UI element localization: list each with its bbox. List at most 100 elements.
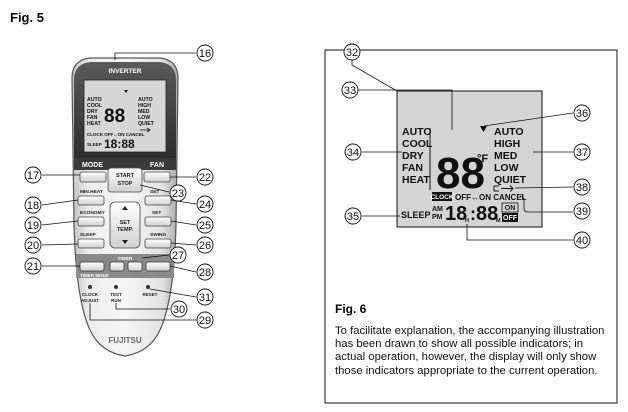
lcd-louver-icon (140, 127, 151, 133)
lcd-fan: MED (138, 109, 150, 115)
callout-27: 27 (172, 250, 184, 262)
set-vertical-label: SET (150, 189, 159, 195)
sleep-button[interactable] (77, 238, 105, 249)
callout-35: 35 (347, 211, 359, 223)
timer-down-button[interactable] (127, 261, 143, 272)
callout-circle (169, 246, 187, 264)
callout-22: 22 (199, 172, 211, 184)
callout-circle (196, 168, 214, 186)
callout-28: 28 (199, 267, 211, 279)
fig6-callouts: 32 33 34 35 36 37 38 39 40 (341, 43, 591, 249)
test-run-button[interactable] (114, 285, 118, 289)
callout-24: 24 (199, 199, 211, 211)
callout-32: 32 (346, 47, 358, 59)
fig6-off-on-cancel: OFF↔ON CANCEL (455, 193, 527, 202)
lcd-sleep: SLEEP (87, 142, 102, 147)
lcd-mode: COOL (87, 103, 103, 109)
fig6-minutes: 88 (476, 203, 498, 225)
economy-label: ECONOMY (80, 210, 106, 216)
stop-label: STOP (118, 181, 133, 187)
fig6-title: Fig. 6 (335, 302, 367, 316)
clock-adjust-button[interactable] (88, 285, 92, 289)
fig6-sleep: SLEEP (401, 210, 431, 220)
fig6-pm: PM (432, 214, 443, 221)
callout-circle (24, 257, 42, 275)
callout-circle (24, 196, 42, 214)
sleep-label: SLEEP (80, 232, 97, 238)
fig6-am: AM (432, 206, 443, 213)
start-stop-button[interactable] (107, 167, 143, 193)
callout-circle (196, 311, 214, 329)
set-horizontal-label: SET (152, 210, 161, 216)
fig6-mode: DRY (402, 150, 424, 162)
callout-21: 21 (27, 261, 39, 273)
temp-label: TEMP. (117, 227, 134, 233)
callout-18: 18 (27, 200, 39, 212)
fig5-leader-lines (41, 52, 197, 321)
callout-40: 40 (576, 235, 588, 247)
set-label: SET (120, 220, 131, 226)
callout-circle (196, 44, 214, 62)
callout-circle (343, 43, 361, 61)
callout-36: 36 (576, 108, 588, 120)
fig6-temp-unit: °F (477, 153, 488, 165)
callout-circle (196, 263, 214, 281)
fig6-hours: 18 (445, 203, 467, 225)
mode-text: MODE (82, 162, 103, 169)
start-label: START (116, 173, 135, 179)
callout-circle (344, 143, 362, 161)
fig6-indicator-icon (480, 126, 487, 132)
callout-23: 23 (172, 188, 184, 200)
fujitsu-logo: FUJITSU (108, 336, 142, 345)
fig6-modes: AUTO COOL DRY FAN HEAT (402, 126, 433, 186)
callout-26: 26 (199, 240, 211, 252)
lcd-fan: QUIET (138, 121, 155, 127)
lcd-temp-digits: 88 (104, 106, 125, 127)
fig6-mode: AUTO (402, 126, 432, 138)
callout-17: 17 (27, 170, 39, 182)
economy-button[interactable] (77, 216, 105, 227)
remote-mid-band (74, 158, 176, 170)
callout-circle (170, 300, 188, 318)
callout-circle (24, 216, 42, 234)
callout-circle (573, 178, 591, 196)
lcd-fan: AUTO (138, 97, 153, 103)
lcd-clock-row: CLOCK OFF↔ON CANCEL (87, 132, 145, 137)
timer-mode-button[interactable] (79, 261, 105, 272)
callout-circle (573, 143, 591, 161)
temp-up-icon[interactable] (122, 206, 128, 210)
timer-label: TIMER (118, 256, 133, 262)
callout-19: 19 (27, 220, 39, 232)
clock-label: CLOCK (82, 292, 99, 297)
min-heat-label: MIN.HEAT (80, 189, 103, 195)
set-horizontal-button[interactable] (144, 216, 172, 227)
mode-button[interactable] (79, 171, 107, 183)
swing-button[interactable] (144, 238, 172, 249)
callout-39: 39 (576, 206, 588, 218)
timer-up-button[interactable] (109, 261, 125, 272)
temp-down-icon[interactable] (122, 240, 128, 244)
fig6-fans: AUTO HIGH MED LOW QUIET (494, 126, 527, 186)
remote-lcd-modes: AUTO COOL DRY FAN HEAT (87, 97, 103, 127)
lcd-fan: HIGH (138, 103, 151, 109)
reset-button[interactable] (146, 285, 150, 289)
inverter-logo: INVERTER (109, 68, 142, 75)
callout-25: 25 (199, 220, 211, 232)
lcd-indicator-icon (124, 90, 128, 93)
lcd-mode: DRY (87, 109, 98, 115)
remote-lcd-fans: AUTO HIGH MED LOW QUIET (138, 97, 155, 127)
lcd-mode: HEAT (87, 121, 102, 127)
set-vertical-button[interactable] (144, 195, 172, 206)
fig6-fan: AUTO (494, 126, 524, 138)
fig6-leader-lines (351, 59, 574, 241)
callout-circle (344, 207, 362, 225)
fan-button[interactable] (143, 171, 171, 183)
fig6-mode: COOL (402, 138, 433, 150)
timer-right-button[interactable] (145, 261, 171, 272)
run-label: RUN (111, 298, 121, 303)
set-temp-rocker[interactable] (109, 201, 141, 249)
min-heat-button[interactable] (77, 195, 105, 206)
callout-34: 34 (347, 147, 359, 159)
fig6-off-box (502, 213, 518, 222)
fig6-on-box (501, 202, 519, 213)
